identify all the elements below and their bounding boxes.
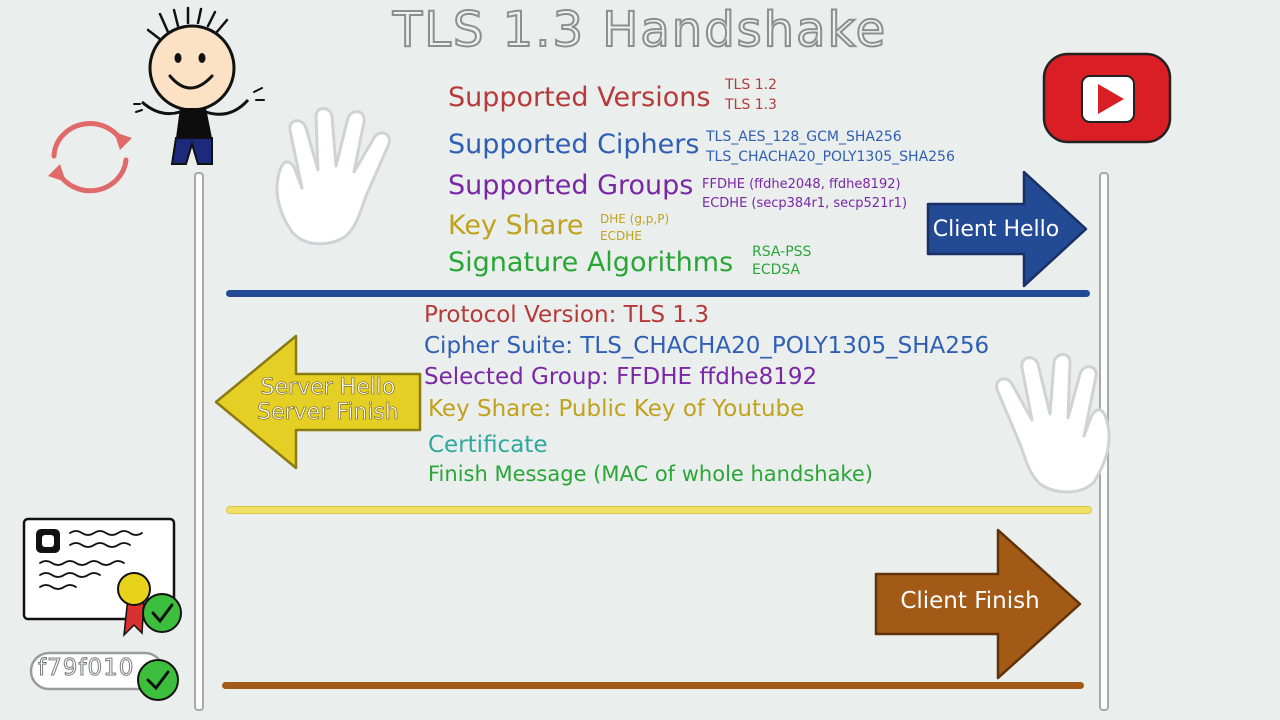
page-title: TLS 1.3 Handshake — [392, 1, 888, 59]
waving-hand-icon — [275, 107, 391, 246]
client-hello-arrow — [926, 170, 1088, 288]
certificate-text: Certificate — [428, 432, 548, 458]
key-share-label: Key Share — [448, 210, 584, 241]
stick-figure-icon — [133, 6, 265, 165]
client-timeline — [194, 172, 204, 711]
server-hello-arrow — [214, 334, 422, 470]
client-finish-divider — [222, 682, 1084, 689]
signature-algorithms-value: ECDSA — [752, 262, 801, 278]
supported-groups-value: ECDHE (secp384r1, secp521r1) — [702, 196, 908, 211]
supported-versions-value: TLS 1.3 — [725, 97, 777, 113]
server-finish-arrow-label: Server Finish — [257, 400, 399, 426]
certificate-icon — [22, 517, 182, 638]
supported-groups-label: Supported Groups — [448, 170, 694, 201]
client-hello-divider — [226, 290, 1090, 297]
signature-algorithms-label: Signature Algorithms — [448, 247, 734, 278]
client-finish-arrow — [874, 528, 1082, 680]
youtube-logo-icon — [1042, 52, 1172, 144]
supported-groups-value: FFDHE (ffdhe2048, ffdhe8192) — [702, 177, 901, 192]
waving-hand-icon — [995, 353, 1111, 494]
refresh-cycle-icon — [48, 121, 132, 194]
server-hello-divider — [226, 506, 1092, 514]
key-share-value: DHE (g,p,P) — [600, 212, 670, 226]
supported-ciphers-label: Supported Ciphers — [448, 129, 700, 160]
checkmark-icon — [137, 659, 179, 701]
client-hello-arrow-label: Client Hello — [932, 217, 1060, 242]
key-share-text: Key Share: Public Key of Youtube — [428, 396, 805, 422]
signature-algorithms-value: RSA-PSS — [752, 244, 812, 260]
protocol-version-text: Protocol Version: TLS 1.3 — [424, 302, 709, 328]
finish-message-text: Finish Message (MAC of whole handshake) — [428, 462, 873, 486]
supported-versions-label: Supported Versions — [448, 82, 711, 113]
client-finish-arrow-label: Client Finish — [900, 588, 1040, 614]
cipher-suite-text: Cipher Suite: TLS_CHACHA20_POLY1305_SHA2… — [424, 333, 990, 359]
supported-ciphers-value: TLS_CHACHA20_POLY1305_SHA256 — [706, 149, 955, 165]
key-text: f79f010 — [37, 655, 135, 681]
selected-group-text: Selected Group: FFDHE ffdhe8192 — [424, 364, 818, 390]
server-hello-arrow-label: Server Hello — [260, 375, 396, 401]
key-share-value: ECDHE — [600, 229, 642, 243]
supported-ciphers-value: TLS_AES_128_GCM_SHA256 — [706, 129, 902, 145]
supported-versions-value: TLS 1.2 — [725, 77, 777, 93]
